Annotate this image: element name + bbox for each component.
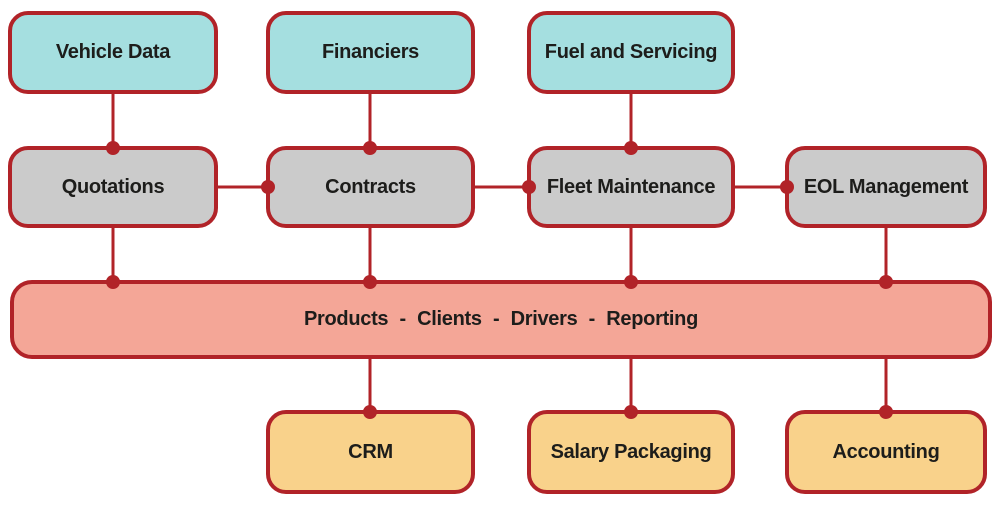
node-quotations: Quotations bbox=[8, 146, 218, 228]
node-contracts: Contracts bbox=[266, 146, 475, 228]
node-label: EOL Management bbox=[803, 175, 969, 198]
node-label: Fuel and Servicing bbox=[544, 41, 718, 63]
core-band-label: Products - Clients - Drivers - Reporting bbox=[303, 308, 699, 330]
node-label: Salary Packaging bbox=[550, 440, 712, 463]
node-label: Accounting bbox=[832, 440, 940, 463]
node-fleet-maintenance: Fleet Maintenance bbox=[527, 146, 735, 228]
node-fuel-and-servicing: Fuel and Servicing bbox=[527, 11, 735, 94]
node-label: Contracts bbox=[325, 175, 416, 198]
node-crm: CRM bbox=[266, 410, 475, 494]
node-label: Financiers bbox=[321, 41, 420, 63]
node-core-band: Products - Clients - Drivers - Reporting bbox=[10, 280, 992, 359]
node-eol-management: EOL Management bbox=[785, 146, 987, 228]
node-label: Quotations bbox=[61, 175, 165, 198]
node-label: Vehicle Data bbox=[55, 41, 171, 63]
node-accounting: Accounting bbox=[785, 410, 987, 494]
node-financiers: Financiers bbox=[266, 11, 475, 94]
node-salary-packaging: Salary Packaging bbox=[527, 410, 735, 494]
node-label: Fleet Maintenance bbox=[546, 175, 716, 198]
node-label: CRM bbox=[348, 440, 393, 463]
node-vehicle-data: Vehicle Data bbox=[8, 11, 218, 94]
